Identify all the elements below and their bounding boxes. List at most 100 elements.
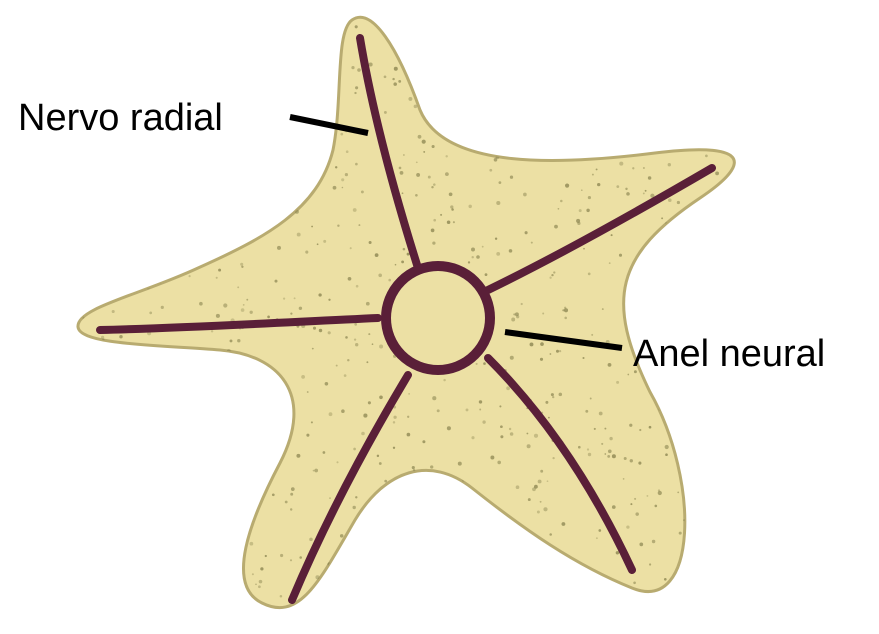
speckle bbox=[721, 213, 723, 215]
speckle bbox=[414, 105, 418, 109]
speckle bbox=[193, 443, 195, 445]
speckle bbox=[407, 433, 411, 437]
speckle bbox=[122, 386, 124, 388]
speckle bbox=[630, 503, 632, 505]
speckle bbox=[518, 40, 521, 43]
speckle bbox=[594, 428, 596, 430]
speckle bbox=[509, 428, 511, 430]
speckle bbox=[340, 133, 343, 136]
speckle bbox=[133, 551, 136, 554]
speckle bbox=[705, 197, 709, 201]
speckle bbox=[112, 601, 114, 603]
speckle bbox=[616, 381, 619, 384]
speckle bbox=[413, 583, 417, 587]
speckle bbox=[168, 244, 172, 248]
speckle bbox=[212, 472, 215, 475]
speckle bbox=[220, 251, 223, 254]
speckle bbox=[432, 396, 436, 400]
speckle bbox=[550, 57, 554, 61]
speckle bbox=[479, 543, 481, 545]
speckle bbox=[564, 307, 566, 309]
speckle bbox=[158, 202, 161, 205]
speckle bbox=[471, 436, 474, 439]
speckle bbox=[183, 28, 187, 32]
speckle bbox=[630, 459, 633, 462]
speckle bbox=[729, 403, 732, 406]
speckle bbox=[672, 321, 675, 324]
speckle bbox=[318, 293, 321, 296]
speckle bbox=[112, 226, 115, 229]
speckle bbox=[253, 176, 255, 178]
speckle bbox=[560, 82, 564, 86]
speckle bbox=[729, 377, 732, 380]
speckle bbox=[699, 117, 701, 119]
speckle bbox=[727, 292, 729, 294]
speckle bbox=[534, 434, 538, 438]
speckle bbox=[655, 120, 658, 123]
speckle bbox=[138, 456, 142, 460]
speckle bbox=[496, 252, 500, 256]
speckle bbox=[83, 526, 87, 530]
speckle bbox=[599, 412, 603, 416]
speckle bbox=[482, 62, 486, 66]
speckle bbox=[597, 183, 600, 186]
speckle bbox=[655, 505, 658, 508]
speckle bbox=[323, 240, 326, 243]
speckle bbox=[525, 231, 528, 234]
speckle bbox=[616, 185, 619, 188]
speckle bbox=[290, 508, 292, 510]
speckle bbox=[412, 466, 415, 469]
speckle bbox=[549, 533, 552, 536]
speckle bbox=[553, 271, 555, 273]
speckle bbox=[342, 187, 344, 189]
nerve-ring bbox=[386, 266, 490, 370]
speckle bbox=[608, 449, 612, 453]
speckle bbox=[357, 68, 361, 72]
speckle bbox=[348, 277, 352, 281]
speckle bbox=[202, 404, 204, 406]
speckle bbox=[393, 421, 395, 423]
speckle bbox=[685, 234, 687, 236]
speckle bbox=[130, 531, 133, 534]
speckle bbox=[552, 457, 554, 459]
speckle bbox=[290, 559, 292, 561]
speckle bbox=[226, 226, 228, 228]
speckle bbox=[253, 178, 257, 182]
speckle bbox=[285, 407, 287, 409]
speckle bbox=[714, 80, 717, 83]
speckle bbox=[210, 480, 212, 482]
speckle bbox=[587, 448, 589, 450]
speckle bbox=[107, 544, 111, 548]
speckle bbox=[660, 378, 662, 380]
speckle bbox=[202, 569, 205, 572]
speckle bbox=[323, 451, 326, 454]
speckle bbox=[297, 35, 299, 37]
speckle bbox=[161, 486, 165, 490]
speckle bbox=[705, 155, 708, 158]
speckle bbox=[704, 32, 707, 35]
speckle bbox=[335, 166, 337, 168]
speckle bbox=[526, 577, 528, 579]
speckle bbox=[402, 192, 404, 194]
speckle bbox=[440, 214, 442, 216]
speckle bbox=[422, 140, 426, 144]
speckle bbox=[625, 188, 627, 190]
speckle bbox=[154, 499, 157, 502]
speckle bbox=[586, 209, 589, 212]
speckle bbox=[277, 142, 280, 145]
speckle bbox=[479, 400, 482, 403]
speckle bbox=[313, 327, 316, 330]
speckle bbox=[590, 135, 592, 137]
speckle bbox=[176, 391, 180, 395]
speckle bbox=[307, 391, 309, 393]
speckle bbox=[433, 219, 436, 222]
speckle bbox=[623, 600, 625, 602]
speckle bbox=[482, 246, 484, 248]
speckle bbox=[296, 454, 300, 458]
speckle bbox=[394, 67, 398, 71]
speckle bbox=[556, 350, 559, 353]
speckle bbox=[188, 20, 192, 24]
speckle bbox=[229, 576, 232, 579]
speckle bbox=[730, 458, 734, 462]
speckle bbox=[489, 169, 492, 172]
